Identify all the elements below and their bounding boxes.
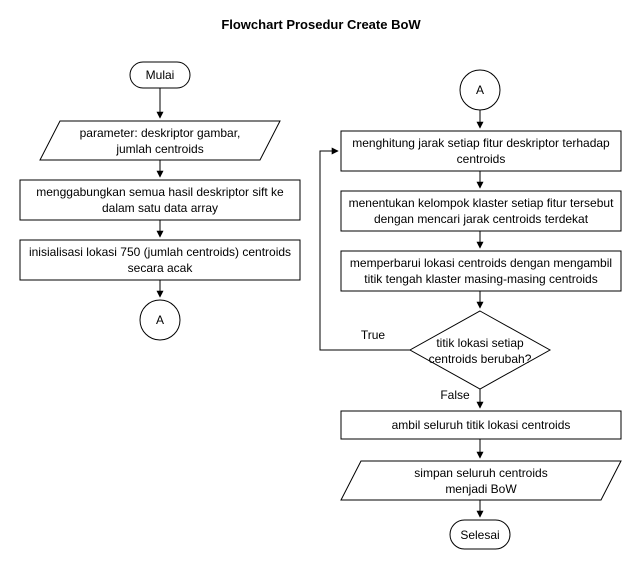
cluster-label-line1: menentukan kelompok klaster setiap fitur…: [349, 196, 614, 210]
cluster-label-line2: dengan mencari jarak centroids terdekat: [374, 212, 589, 226]
take-all-process-node: ambil seluruh titik lokasi centroids: [340, 410, 622, 440]
start-terminator: Mulai: [129, 61, 191, 89]
init-process-node: inisialisasi lokasi 750 (jumlah centroid…: [19, 239, 301, 281]
diagram-title: Flowchart Prosedur Create BoW: [221, 17, 421, 32]
distance-label-line1: menghitung jarak setiap fitur deskriptor…: [352, 136, 610, 150]
update-process-node: memperbarui lokasi centroids dengan meng…: [340, 250, 622, 292]
start-label: Mulai: [146, 68, 175, 82]
decision-label-line1: titik lokasi setiap: [436, 336, 524, 350]
save-label-line1: simpan seluruh centroids: [414, 466, 547, 480]
decision-node: titik lokasi setiap centroids berubah?: [408, 310, 552, 390]
connector-a-in-label: A: [476, 83, 484, 97]
merge-label-line1: menggabungkan semua hasil deskriptor sif…: [36, 185, 284, 199]
connector-a-out-label: A: [156, 313, 164, 327]
merge-label-line2: dalam satu data array: [102, 201, 218, 215]
merge-process-node: menggabungkan semua hasil deskriptor sif…: [19, 179, 301, 221]
take-all-label: ambil seluruh titik lokasi centroids: [392, 418, 571, 432]
false-edge-label: False: [440, 388, 470, 402]
parameter-input-node: parameter: deskriptor gambar, jumlah cen…: [39, 120, 281, 161]
parameter-label-line2: jumlah centroids: [115, 142, 203, 156]
update-label-line2: titik tengah klaster masing-masing centr…: [364, 272, 597, 286]
update-label-line1: memperbarui lokasi centroids dengan meng…: [350, 256, 612, 270]
save-output-node: simpan seluruh centroids menjadi BoW: [340, 460, 622, 501]
save-label-line2: menjadi BoW: [445, 482, 517, 496]
parameter-label-line1: parameter: deskriptor gambar,: [80, 126, 241, 140]
true-edge-label: True: [361, 328, 386, 342]
decision-label-line2: centroids berubah?: [429, 352, 532, 366]
init-label-line2: secara acak: [128, 261, 194, 275]
end-terminator: Selesai: [449, 519, 511, 550]
end-label: Selesai: [460, 528, 499, 542]
connector-a-in: A: [459, 69, 501, 111]
distance-label-line2: centroids: [457, 152, 506, 166]
connector-a-out: A: [139, 299, 181, 341]
init-label-line1: inisialisasi lokasi 750 (jumlah centroid…: [29, 245, 291, 259]
distance-process-node: menghitung jarak setiap fitur deskriptor…: [340, 130, 622, 172]
cluster-process-node: menentukan kelompok klaster setiap fitur…: [340, 190, 622, 232]
edge-true-loop: [319, 147, 410, 351]
